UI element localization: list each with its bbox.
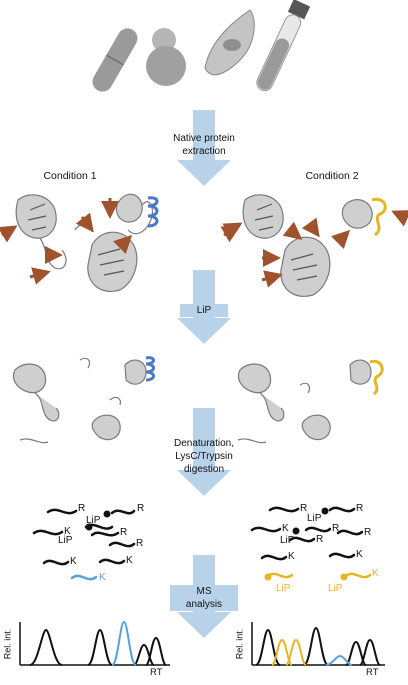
step-lip-label: LiP: [180, 304, 228, 317]
condition2-peptides: [250, 506, 364, 561]
bacterium-icon: [92, 28, 138, 92]
xlabel-condition2: RT: [366, 667, 379, 678]
peptide-lip-label: LiP: [307, 513, 322, 524]
condition2-cut-arrows: [220, 210, 408, 288]
step-extraction-line2: extraction: [182, 146, 226, 157]
peptide-k-label: K: [126, 555, 133, 566]
condition1-fragment-helix: [145, 356, 155, 382]
condition-1-label: Condition 1: [43, 170, 97, 182]
condition1-helix: [147, 196, 159, 228]
flow-arrow-1: [177, 110, 231, 186]
peptide-lip-label: LiP: [280, 535, 295, 546]
peptide-r-label: R: [137, 503, 145, 514]
peptide-r-label: R: [364, 527, 372, 538]
step-ms-label: MS analysis: [170, 585, 238, 611]
condition1-peptide-dots: [85, 510, 111, 531]
step-ms-line1: MS: [196, 586, 212, 597]
step-extraction-label: Native protein extraction: [150, 132, 258, 158]
condition1-blue-peptide: [70, 574, 98, 581]
peptide-k-label: K: [64, 526, 71, 537]
peptide-k-label: K: [282, 523, 289, 534]
step-digestion-line1: Denaturation,: [173, 438, 235, 449]
condition2-proteins: [242, 194, 373, 297]
peptide-lip-label: LiP: [58, 535, 73, 546]
peptide-r-label: R: [120, 527, 128, 538]
chromatogram-condition1: [19, 620, 170, 666]
peptide-k-label: K: [356, 549, 363, 560]
condition1-cut-arrows: [0, 198, 133, 285]
peptide-r-label: R: [356, 503, 364, 514]
step-digestion-line2: LysC/Trypsin: [175, 451, 233, 462]
peptide-k-label-yellow: K: [372, 568, 379, 579]
peptide-lip-label-yellow: LiP: [276, 583, 291, 594]
condition2-loop: [371, 197, 387, 237]
peptide-r-label: R: [78, 503, 86, 514]
peptide-lip-label-yellow: LiP: [328, 583, 343, 594]
condition1-proteins: [15, 193, 154, 292]
peptide-r-label: R: [300, 503, 308, 514]
cell-icon: [204, 9, 255, 76]
yeast-icon: [146, 28, 186, 86]
condition2-peptide-dots: [292, 507, 329, 535]
peptide-k-label: K: [70, 556, 77, 567]
peptide-r-label: R: [136, 538, 144, 549]
flow-arrow-3: [177, 408, 231, 496]
step-digestion-label: Denaturation, LysC/Trypsin digestion: [148, 437, 260, 476]
ylabel-condition2: Rel. int.: [234, 628, 245, 660]
condition2-fragment-loop: [369, 359, 384, 396]
peptide-k-label: K: [288, 551, 295, 562]
step-extraction-line1: Native protein: [173, 133, 235, 144]
peptide-r-label: R: [316, 534, 324, 545]
step-digestion-line3: digestion: [183, 464, 225, 475]
ylabel-condition1: Rel. int.: [2, 628, 13, 660]
peptide-r-label: R: [332, 523, 340, 534]
blood-tube-icon: [256, 0, 311, 92]
condition2-yellow-dots: [264, 573, 348, 581]
condition2-yellow-peptides: [266, 572, 372, 579]
condition2-fragments: [237, 359, 372, 444]
xlabel-condition1: RT: [150, 667, 163, 678]
condition1-fragments: [12, 357, 147, 444]
step-ms-line2: analysis: [185, 599, 223, 610]
chromatogram-condition2: [251, 622, 385, 666]
peptide-lip-label: LiP: [86, 515, 101, 526]
condition1-peptides: [32, 508, 136, 566]
peptide-k-label-blue: K: [99, 572, 106, 583]
condition-2-label: Condition 2: [305, 170, 359, 182]
